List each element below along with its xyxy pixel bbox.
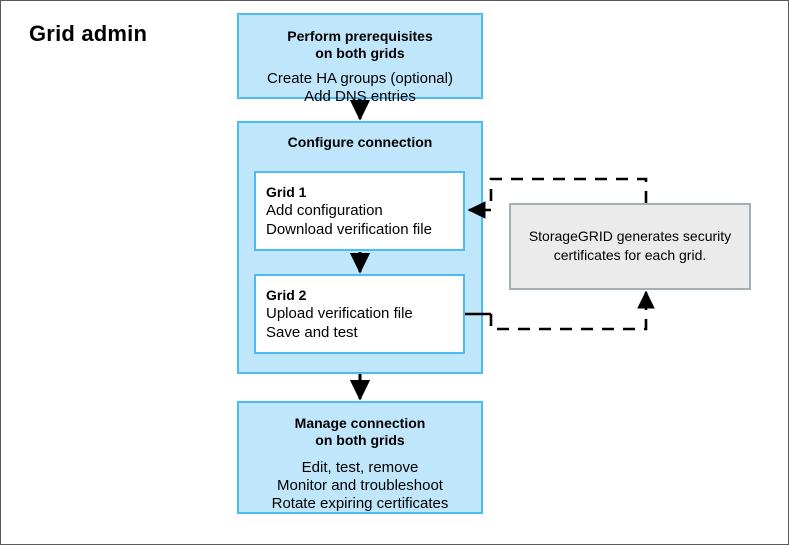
perform-prerequisites-title: Perform prerequisites on both grids (287, 28, 433, 61)
perform-prerequisites-body: Create HA groups (optional) Add DNS entr… (267, 70, 453, 105)
inner-box-grid-2[interactable]: Grid 2 Upload verification file Save and… (254, 274, 465, 354)
manage-connection-title: Manage connection on both grids (294, 415, 426, 448)
note-text: StorageGRID generates security certifica… (528, 228, 732, 263)
grid-1-title: Grid 1 (266, 184, 307, 200)
inner-box-grid-1[interactable]: Grid 1 Add configuration Download verifi… (254, 171, 465, 251)
grid-2-body: Upload verification file Save and test (266, 305, 413, 341)
manage-connection-body: Edit, test, remove Monitor and troublesh… (271, 459, 449, 512)
grid-1-body: Add configuration Download verification … (266, 202, 432, 238)
note-box-storagegrid-certificates: StorageGRID generates security certifica… (509, 203, 751, 290)
step-box-manage-connection[interactable]: Manage connection on both grids Edit, te… (237, 401, 483, 514)
step-box-perform-prerequisites[interactable]: Perform prerequisites on both grids Crea… (237, 13, 483, 105)
dashed-connector-grid2-to-note (489, 301, 648, 331)
role-label-grid-admin: Grid admin (29, 21, 148, 46)
configure-connection-title: Configure connection (287, 134, 433, 150)
grid-2-title: Grid 2 (266, 287, 307, 303)
